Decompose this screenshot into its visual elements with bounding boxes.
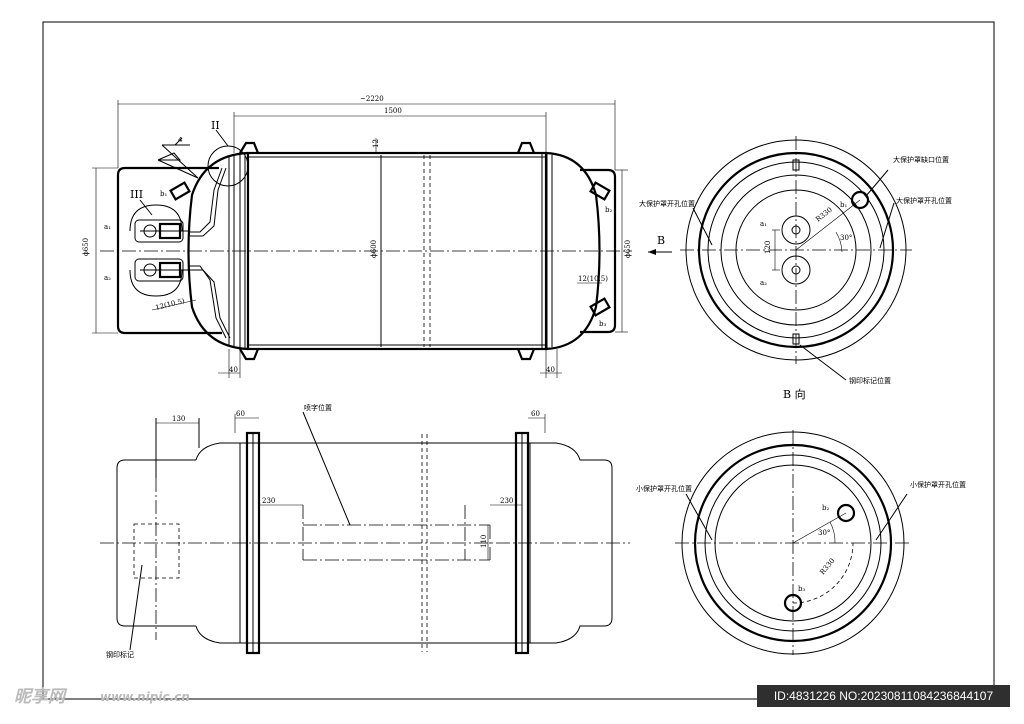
- watermark-id-text: ID:4831226 NO:20230811084236844107: [773, 689, 994, 703]
- detail-III-label: III: [130, 188, 143, 201]
- large-shield-hole-left-label: 大保护罩开孔位置: [639, 199, 695, 208]
- dim-110: 110: [480, 535, 488, 548]
- b2-right-label: b₂: [822, 504, 829, 512]
- steel-stamp-position-label: 钢印标记位置: [849, 376, 891, 385]
- dim-30-bottom: 30°: [818, 529, 830, 537]
- dim-230-left: 230: [262, 497, 275, 505]
- small-shield-hole-left-label: 小保护罩开孔位置: [636, 484, 692, 493]
- dim-40-right: 40: [546, 366, 555, 374]
- steel-stamp-mark-label: 钢印标记: [106, 650, 134, 659]
- b1-label: b₁: [160, 190, 167, 198]
- weld-symbol-1: 4: [178, 136, 183, 144]
- dim-r330-top: R330: [814, 206, 834, 224]
- dim-thk-left: 12(10.5): [155, 297, 186, 312]
- a1-right-label: a₁: [760, 220, 767, 228]
- side-view-top: [92, 100, 632, 378]
- valve-a1: [129, 204, 190, 243]
- large-shield-hole-right-label: 大保护罩开孔位置: [896, 196, 952, 205]
- watermark-url: www.nipic.cn: [100, 690, 190, 704]
- dim-650-right: ϕ650: [624, 240, 632, 258]
- b2-label: b₂: [605, 206, 612, 214]
- detail-II-label: II: [211, 119, 220, 132]
- dim-600: ϕ600: [370, 240, 378, 258]
- valve-a2: [129, 258, 190, 297]
- arrow-B-label: B: [657, 234, 665, 247]
- dim-130: 130: [172, 415, 185, 423]
- dim-overall-length: ~2220: [360, 95, 384, 103]
- dim-r330-bottom: R330: [818, 557, 836, 576]
- b1-right-label: b₁: [840, 201, 847, 209]
- b3-label: b₃: [599, 320, 606, 328]
- end-view-top: [648, 136, 912, 381]
- watermark-id-bar: ID:4831226 NO:20230811084236844107: [757, 685, 1010, 707]
- small-shield-hole-right-label: 小保护罩开孔位置: [910, 480, 966, 489]
- watermark-brand: 昵享网: [14, 687, 68, 707]
- large-shield-notch-label: 大保护罩缺口位置: [893, 155, 949, 164]
- b3-right-label: b₃: [798, 585, 805, 593]
- spray-text-position-label: 喷字位置: [304, 403, 332, 412]
- dim-thk-right: 12(10.5): [578, 275, 608, 283]
- dim-30-top: 30°: [840, 234, 852, 242]
- dim-120: 120: [764, 241, 772, 254]
- valve-a2-label: a₂: [104, 274, 111, 282]
- valve-a1-label: a₁: [104, 223, 111, 231]
- dim-230-right: 230: [500, 497, 513, 505]
- view-B-title: B 向: [783, 387, 806, 401]
- drawing-frame: [42, 21, 995, 700]
- dim-wall-12: 12: [372, 139, 380, 148]
- a2-right-label: a₂: [760, 279, 767, 287]
- dim-body-length: 1500: [384, 107, 402, 115]
- dim-60-left: 60: [236, 410, 245, 418]
- end-view-bottom: [675, 430, 912, 655]
- side-view-bottom: [100, 411, 630, 655]
- dim-40-left: 40: [229, 366, 238, 374]
- dim-650-left: ϕ650: [82, 238, 90, 256]
- dim-60-right: 60: [531, 410, 540, 418]
